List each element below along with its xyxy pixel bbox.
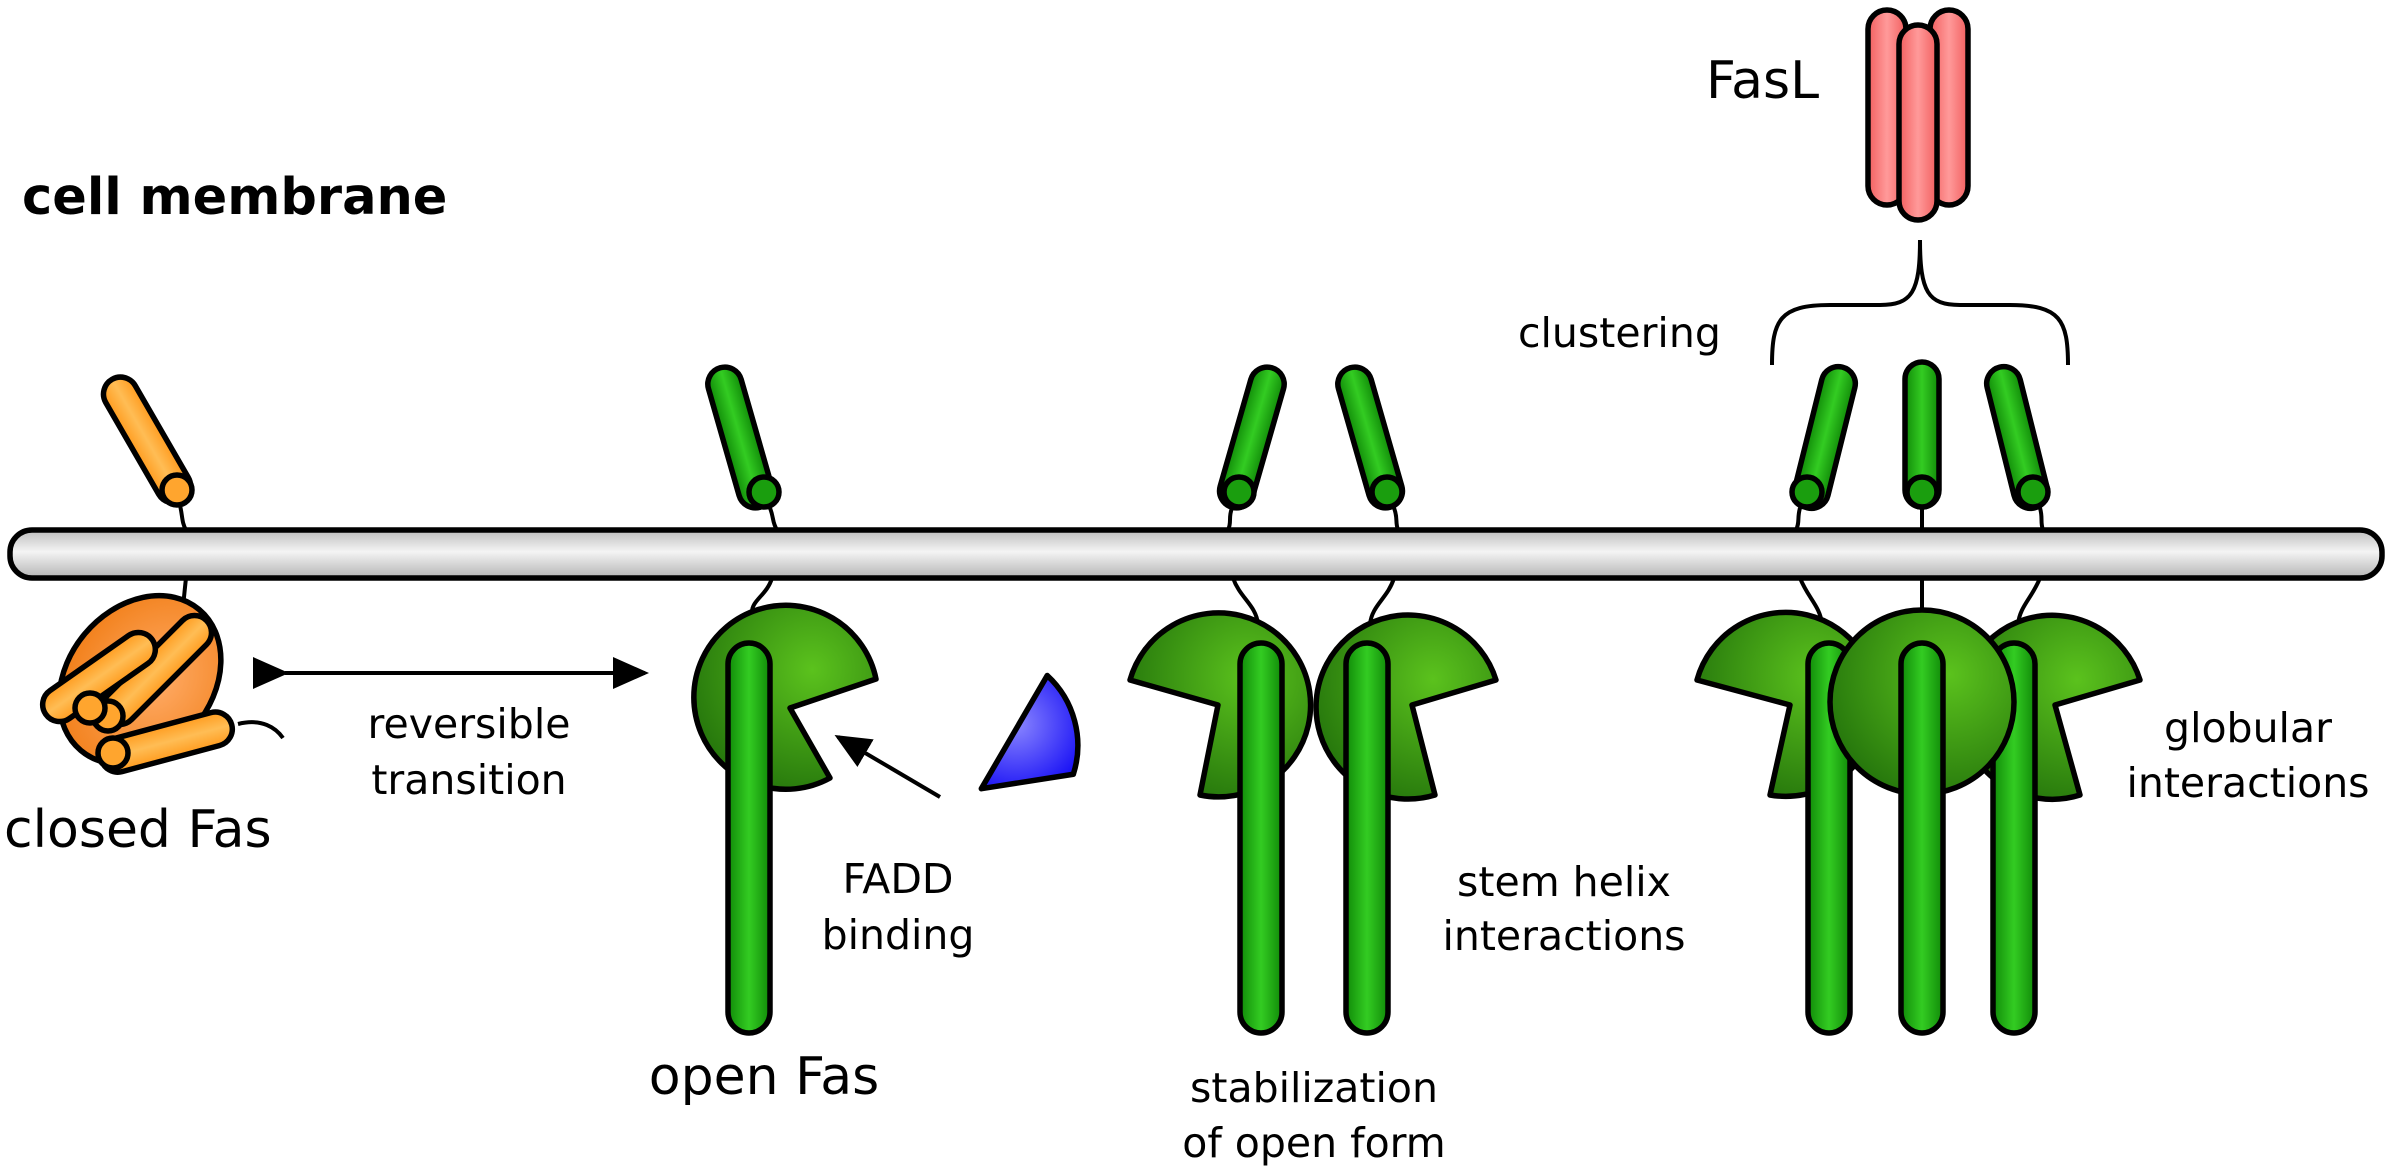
stabilization-label-line1: stabilization <box>1190 1064 1438 1112</box>
fadd-label-line2: binding <box>822 911 975 959</box>
stabilization-label-line2: of open form <box>1182 1119 1446 1167</box>
clustering-brace <box>1770 239 2070 366</box>
reversible-label-line1: reversible <box>368 700 571 748</box>
clustering-label: clustering <box>1518 309 1721 357</box>
closed-fas <box>39 374 285 775</box>
stem-helix-label-line1: stem helix <box>1457 858 1671 906</box>
cell-membrane-bar <box>7 527 2385 581</box>
cell-membrane-label: cell membrane <box>22 168 447 227</box>
fadd-wedge <box>834 672 1081 799</box>
stem-helix-label-line2: interactions <box>1442 912 1685 960</box>
open-fas <box>691 364 879 1036</box>
open-fas-pair <box>1127 364 1499 1036</box>
globular-label-line1: globular <box>2164 704 2332 752</box>
fasl-label: FasL <box>1706 51 1819 111</box>
fadd-label-line1: FADD <box>842 855 953 903</box>
fas-cluster <box>1694 359 2143 1036</box>
closed-fas-label: closed Fas <box>4 800 272 860</box>
fasl-trimer <box>1865 7 1971 223</box>
reversible-label-line2: transition <box>371 756 566 804</box>
open-fas-label: open Fas <box>649 1047 879 1107</box>
globular-label-line2: interactions <box>2126 759 2369 807</box>
